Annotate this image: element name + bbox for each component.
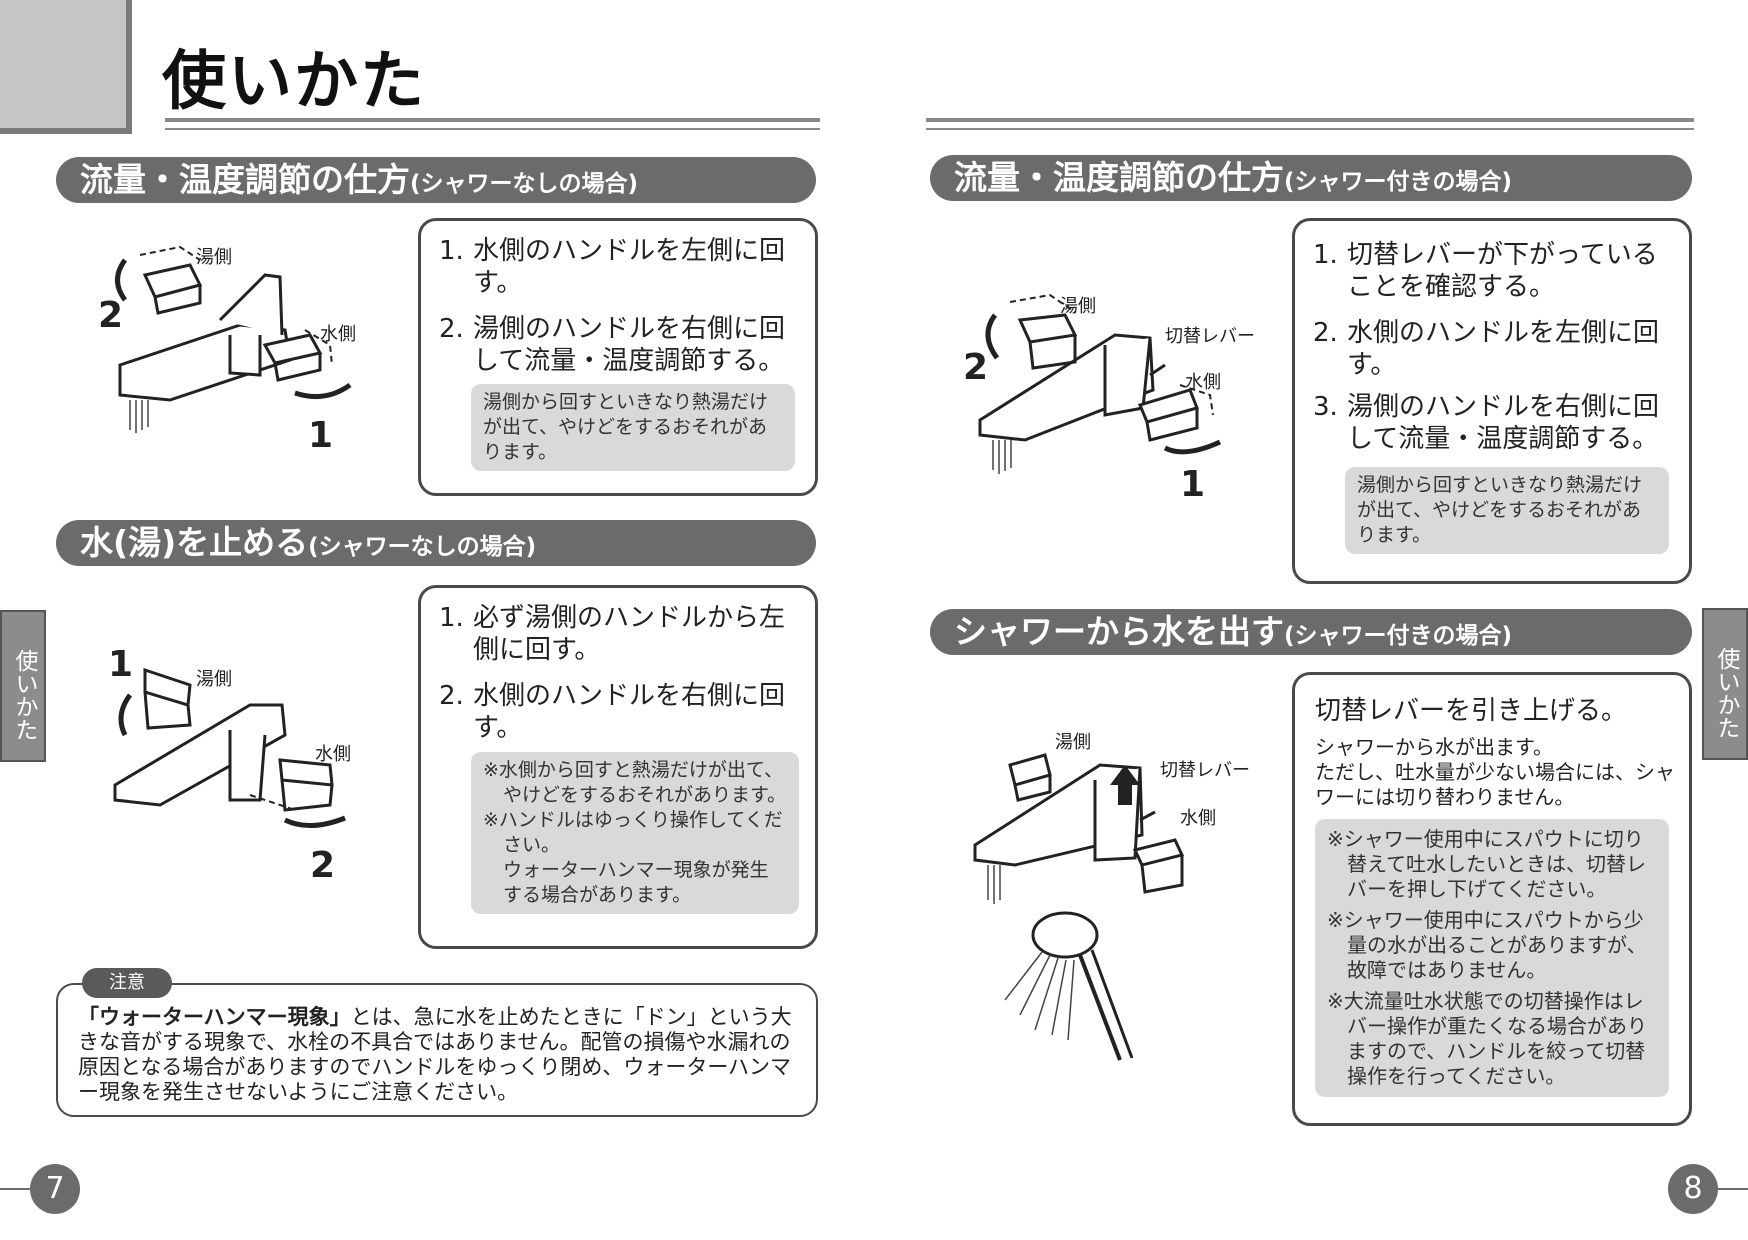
step-num: 2.: [439, 314, 464, 344]
note-item: ※大流量吐水状態での切替操作はレバー操作が重たくなる場合がありますので、ハンドル…: [1327, 989, 1647, 1088]
step-number-1: 1: [308, 415, 334, 456]
step-text: 水側のハンドルを左側に回す。: [473, 236, 786, 298]
step-number-2: 2: [963, 347, 989, 388]
cold-side-label: 水側: [1180, 808, 1216, 829]
page-number-right: 8: [1668, 1164, 1718, 1214]
step-1: 1. 必ず湯側のハンドルから左側に回す。: [439, 602, 797, 666]
warning-note: 湯側から回すといきなり熱湯だけが出て、やけどをするおそれがあります。: [471, 384, 795, 471]
step-text: 水側のハンドルを左側に回す。: [1347, 318, 1660, 380]
section-subtitle: (シャワーなしの場合): [410, 171, 639, 197]
step-3: 3. 湯側のハンドルを右側に回して流量・温度調節する。: [1313, 391, 1671, 455]
title-rule-thin: [165, 128, 820, 130]
page-num-line: [0, 1188, 30, 1190]
step-2: 2. 水側のハンドルを左側に回す。: [1313, 317, 1671, 381]
section-subtitle: (シャワー付きの場合): [1284, 169, 1513, 195]
section-subtitle: (シャワー付きの場合): [1284, 623, 1513, 649]
section-header-flow-temp-no-shower: 流量・温度調節の仕方(シャワーなしの場合): [56, 157, 816, 203]
note-item: ウォーターハンマー現象が発生する場合があります。: [503, 859, 769, 906]
step-num: 3.: [1313, 392, 1338, 422]
side-tab-left: 使いかた: [0, 610, 46, 762]
step-text: 湯側のハンドルを右側に回して流量・温度調節する。: [1347, 392, 1660, 454]
title-rule-right: [926, 118, 1694, 122]
action-heading: 切替レバーを引き上げる。: [1315, 696, 1628, 726]
step-text: 水側のハンドルを右側に回す。: [473, 681, 786, 743]
section-title: 水(湯)を止める: [80, 523, 309, 562]
step-text: 切替レバーが下がっていることを確認する。: [1347, 240, 1658, 302]
step-number-2: 2: [98, 295, 124, 336]
page-number-left: 7: [30, 1164, 80, 1214]
corner-block: [0, 0, 132, 134]
faucet-illustration-1: [115, 245, 352, 433]
caution-text: とは、急に水を止めたときに「ドン」という大きな音がする現象で、水栓の不具合ではあ…: [78, 1005, 792, 1104]
title-rule: [165, 118, 820, 122]
action-description: シャワーから水が出ます。 ただし、吐水量が少ない場合には、シャワーには切り替わり…: [1315, 735, 1675, 810]
caution-text-wrap: 「ウォーターハンマー現象」とは、急に水を止めたときに「ドン」という大きな音がする…: [78, 1005, 800, 1105]
section-title: 流量・温度調節の仕方: [954, 158, 1284, 197]
caution-label: 注意: [82, 968, 172, 998]
faucet-illustration-3: [978, 293, 1222, 474]
cold-side-label: 水側: [1185, 372, 1221, 393]
caution-box: 「ウォーターハンマー現象」とは、急に水を止めたときに「ドン」という大きな音がする…: [56, 983, 818, 1117]
step-num: 1.: [439, 603, 464, 633]
faucet-shower-illustration: [973, 753, 1185, 1061]
step-1: 1. 水側のハンドルを左側に回す。: [439, 235, 797, 299]
cold-side-label: 水側: [320, 324, 356, 345]
desc-line: シャワーから水が出ます。: [1315, 735, 1553, 759]
step-2: 2. 水側のハンドルを右側に回す。: [439, 680, 797, 744]
hot-side-label: 湯側: [1055, 732, 1091, 753]
instructions-box-3: 1. 切替レバーが下がっていることを確認する。 2. 水側のハンドルを左側に回す…: [1292, 218, 1692, 584]
page-title: 使いかた: [162, 45, 426, 119]
step-text: 必ず湯側のハンドルから左側に回す。: [473, 603, 786, 665]
note-item: ※シャワー使用中にスパウトから少量の水が出ることがありますが、故障ではありません…: [1327, 908, 1647, 982]
step-text: 湯側のハンドルを右側に回して流量・温度調節する。: [473, 314, 786, 376]
note-item: ※水側から回すと熱湯だけが出て、やけどをするおそれがあります。: [483, 759, 787, 806]
section-header-shower-water: シャワーから水を出す(シャワー付きの場合): [930, 609, 1692, 655]
warning-note: 湯側から回すといきなり熱湯だけが出て、やけどをするおそれがあります。: [1345, 467, 1669, 554]
lever-label: 切替レバー: [1160, 760, 1250, 781]
section-header-stop-water: 水(湯)を止める(シャワーなしの場合): [56, 520, 816, 566]
section-title: 流量・温度調節の仕方: [80, 160, 410, 199]
caution-bold-term: 「ウォーターハンマー現象」: [78, 1005, 351, 1029]
note-item: ※ハンドルはゆっくり操作してください。: [483, 809, 783, 856]
note-item: ※シャワー使用中にスパウトに切り替えて吐水したいときは、切替レバーを押し下げてく…: [1327, 827, 1646, 901]
hot-side-label: 湯側: [1060, 296, 1096, 317]
section-title: シャワーから水を出す: [954, 612, 1284, 651]
step-2: 2. 湯側のハンドルを右側に回して流量・温度調節する。: [439, 313, 797, 377]
section-subtitle: (シャワーなしの場合): [308, 534, 537, 560]
step-1: 1. 切替レバーが下がっていることを確認する。: [1313, 239, 1671, 303]
instructions-box-2: 1. 必ず湯側のハンドルから左側に回す。 2. 水側のハンドルを右側に回す。 ※…: [418, 585, 818, 949]
cold-side-label: 水側: [315, 744, 351, 765]
step-num: 1.: [1313, 240, 1338, 270]
step-num: 1.: [439, 236, 464, 266]
step-number-1: 1: [1180, 464, 1206, 505]
hot-side-label: 湯側: [196, 247, 232, 268]
page-num-line-right: [1718, 1188, 1748, 1190]
step-number-2: 2: [310, 845, 336, 886]
side-tab-right: 使いかた: [1702, 608, 1748, 760]
warning-note-list: ※水側から回すと熱湯だけが出て、やけどをするおそれがあります。 ※ハンドルはゆっ…: [471, 752, 799, 914]
instructions-box-4: 切替レバーを引き上げる。 シャワーから水が出ます。 ただし、吐水量が少ない場合に…: [1292, 672, 1692, 1126]
hot-side-label: 湯側: [196, 669, 232, 690]
step-number-1: 1: [108, 644, 134, 685]
title-rule-right-thin: [926, 128, 1694, 130]
instructions-box-1: 1. 水側のハンドルを左側に回す。 2. 湯側のハンドルを右側に回して流量・温度…: [418, 218, 818, 496]
step-num: 2.: [1313, 318, 1338, 348]
shower-note-list: ※シャワー使用中にスパウトに切り替えて吐水したいときは、切替レバーを押し下げてく…: [1315, 819, 1669, 1097]
desc-line: ただし、吐水量が少ない場合には、シャワーには切り替わりません。: [1315, 760, 1675, 809]
faucet-illustration-2: [113, 667, 346, 828]
section-header-flow-temp-shower: 流量・温度調節の仕方(シャワー付きの場合): [930, 155, 1692, 201]
lever-label: 切替レバー: [1165, 326, 1255, 347]
step-num: 2.: [439, 681, 464, 711]
